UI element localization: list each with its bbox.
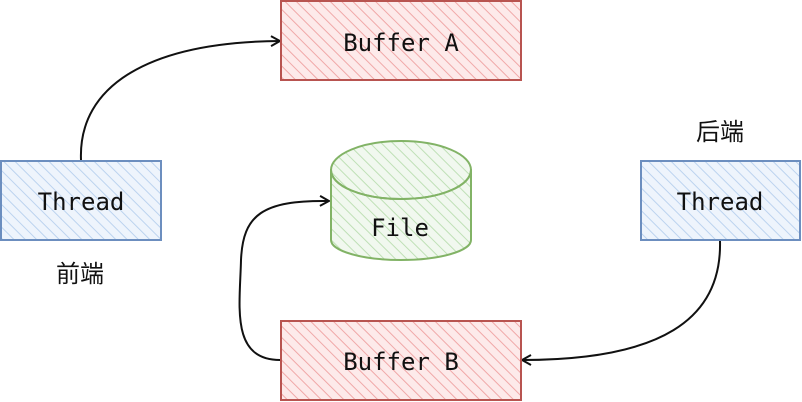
edge-thread-front-to-buffer-a	[79, 41, 280, 161]
thread-front-caption: 前端	[56, 260, 104, 288]
buffer-b-node[interactable]: Buffer B	[280, 320, 522, 401]
thread-back-label: Thread	[677, 188, 764, 216]
thread-front-label: Thread	[38, 188, 125, 216]
buffer-b-label: Buffer B	[343, 348, 459, 376]
file-node[interactable]: File	[330, 140, 472, 261]
thread-back-node[interactable]: Thread	[640, 160, 801, 241]
edge-thread-back-to-buffer-b	[522, 240, 722, 360]
buffer-a-label: Buffer A	[343, 29, 459, 57]
edge-buffer-b-to-file	[238, 201, 329, 361]
file-label: File	[371, 214, 429, 242]
thread-front-node[interactable]: Thread	[0, 160, 162, 241]
thread-back-caption: 后端	[696, 118, 744, 146]
buffer-a-node[interactable]: Buffer A	[280, 0, 522, 81]
